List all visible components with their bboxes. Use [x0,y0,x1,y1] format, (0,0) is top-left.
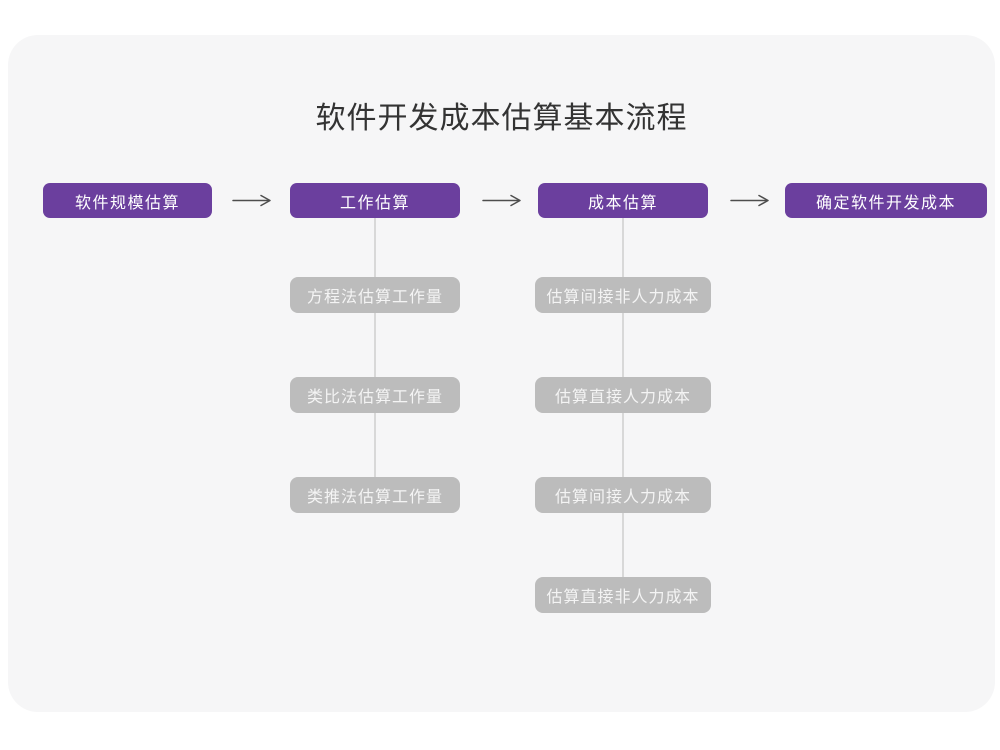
stage-label: 确定软件开发成本 [815,194,956,212]
substep-label: 估算直接非人力成本 [546,589,700,606]
arrow-right-icon [730,194,770,207]
substep-label: 估算直接人力成本 [554,389,691,406]
stage-box-software-scale-estimation: 软件规模估算 [43,183,212,218]
stage-label: 工作估算 [339,194,410,212]
substep-label: 类推法估算工作量 [306,489,443,506]
substep-box-equation-method: 方程法估算工作量 [290,277,460,313]
stage-box-cost-estimation: 成本估算 [538,183,708,218]
substep-box-direct-nonlabor-cost: 估算直接非人力成本 [535,577,711,613]
connector-line-work-estimation [374,218,376,480]
substep-label: 方程法估算工作量 [306,289,443,306]
substep-box-analogy-method: 类比法估算工作量 [290,377,460,413]
stage-label: 成本估算 [587,194,658,212]
stage-box-work-estimation: 工作估算 [290,183,460,218]
substep-box-extrapolation-method: 类推法估算工作量 [290,477,460,513]
substep-label: 类比法估算工作量 [306,389,443,406]
substep-label: 估算间接人力成本 [554,489,691,506]
page-title: 软件开发成本估算基本流程 [315,102,688,135]
stage-label: 软件规模估算 [74,194,180,212]
arrow-right-icon [482,194,522,207]
substep-label: 估算间接非人力成本 [546,289,700,306]
stage-box-determine-software-dev-cost: 确定软件开发成本 [785,183,987,218]
flowchart-card: 软件开发成本估算基本流程 软件规模估算 工作估算 成本估算 确定软件开发成本 [8,35,995,712]
substep-box-indirect-labor-cost: 估算间接人力成本 [535,477,711,513]
substep-box-indirect-nonlabor-cost: 估算间接非人力成本 [535,277,711,313]
arrow-right-icon [232,194,272,207]
substep-box-direct-labor-cost: 估算直接人力成本 [535,377,711,413]
